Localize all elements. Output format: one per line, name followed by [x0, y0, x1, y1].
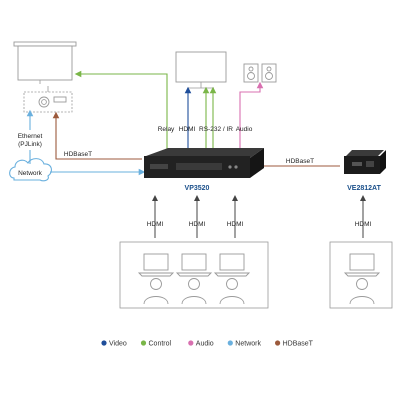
- rs232-control-line: [202, 86, 217, 152]
- relay-label: Relay: [158, 126, 175, 133]
- ethernet-label: Ethernet: [18, 133, 43, 140]
- rs232-ir-label: RS-232 / IR: [199, 126, 233, 133]
- network-cloud-icon: [9, 158, 53, 182]
- laptop-user-icon-2: [175, 253, 213, 305]
- hdmi-input-label-4: HDMI: [355, 221, 372, 228]
- network-cloud-label: Network: [18, 170, 43, 177]
- laptop-user-icon-1: [137, 253, 175, 305]
- hdmi-input-label-1: HDMI: [147, 221, 164, 228]
- display-monitor-icon: [175, 51, 227, 89]
- speakers-icon: [243, 63, 277, 83]
- hdmi-output-label: HDMI: [179, 126, 196, 133]
- audio-label: Audio: [236, 126, 253, 133]
- audio-line: [239, 81, 264, 152]
- relay-line: [74, 70, 168, 152]
- hdbaset-left-label: HDBaseT: [64, 151, 92, 158]
- laptop-user-icon-4: [343, 253, 381, 305]
- hdmi-input-label-3: HDMI: [227, 221, 244, 228]
- hdbaset-projector-line: [52, 111, 142, 160]
- projector-screen-icon: [13, 41, 77, 84]
- ve2812at-model-label: VE2812AT: [347, 185, 381, 192]
- ve2812at-extender-icon: [344, 150, 386, 174]
- hdmi-input-label-2: HDMI: [189, 221, 206, 228]
- laptop-user-icon-3: [213, 253, 251, 305]
- vp3520-switcher-icon: [144, 148, 264, 178]
- projector-icon: [23, 86, 73, 113]
- hdbaset-right-label: HDBaseT: [286, 158, 314, 165]
- pjlink-label: (PJLink): [18, 141, 42, 148]
- vp3520-model-label: VP3520: [185, 185, 210, 192]
